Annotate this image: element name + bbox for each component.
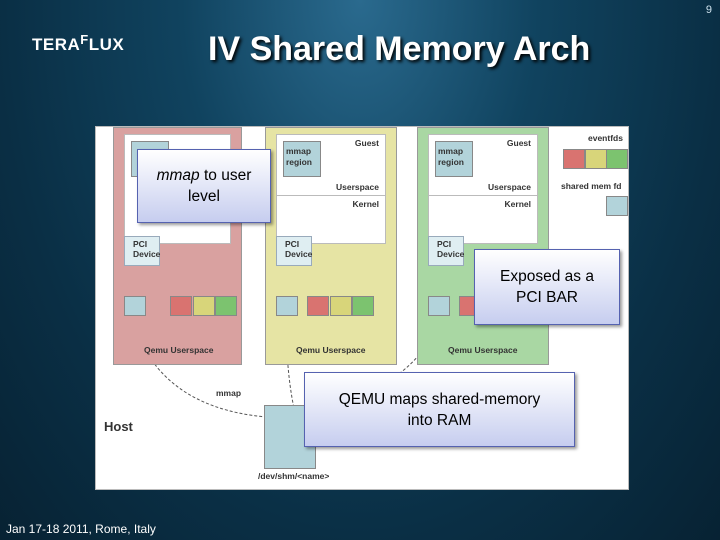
eventfd-green <box>606 149 628 169</box>
callout-mmap-text: mmap to user level <box>157 165 252 207</box>
region-label-green: region <box>438 157 464 167</box>
guest-box-yellow: mmap region Guest Userspace Kernel <box>276 134 386 244</box>
callout-pci-bar: Exposed as a PCI BAR <box>474 249 620 325</box>
callout-pci-bar-line1: Exposed as a <box>500 268 594 285</box>
qemu-label-red: Qemu Userspace <box>144 345 214 355</box>
region-label-yellow: region <box>286 157 312 167</box>
host-label: Host <box>104 419 133 434</box>
bar-blue-green <box>428 296 450 316</box>
pci-device-red <box>124 236 160 266</box>
teraflux-logo: TERAFLUX <box>32 32 124 55</box>
vm-yellow: mmap region Guest Userspace Kernel PCI D… <box>265 127 397 365</box>
kernel-label-green: Kernel <box>504 199 531 209</box>
kernel-divider-green <box>429 195 537 196</box>
devshm-label: /dev/shm/<name> <box>258 471 330 481</box>
guest-box-green: mmap region Guest Userspace Kernel <box>428 134 538 244</box>
mmap-region-green <box>435 141 473 177</box>
guest-label-yellow: Guest <box>354 138 379 148</box>
pci-label-green: PCI <box>437 239 452 249</box>
guest-label-green: Guest <box>506 138 531 148</box>
pci-label2-yellow: Device <box>285 249 313 259</box>
pci-label-yellow: PCI <box>285 239 300 249</box>
bar-blue-red <box>124 296 146 316</box>
callout-mmap-user-level: mmap to user level <box>137 149 271 223</box>
bar-red-yellow <box>307 296 329 316</box>
pci-device-yellow <box>276 236 312 266</box>
pci-label2-red: Device <box>133 249 161 259</box>
callout-mmap-rest1: to user <box>199 167 252 184</box>
logo-text-f: F <box>80 32 89 47</box>
qemu-label-yellow: Qemu Userspace <box>296 345 366 355</box>
vm-green: mmap region Guest Userspace Kernel PCI D… <box>417 127 549 365</box>
callout-mmap-em: mmap <box>156 167 200 184</box>
slide-number: 9 <box>705 4 712 16</box>
userspace-label-yellow: Userspace <box>335 182 379 192</box>
callout-qemu-ram-text: QEMU maps shared-memory into RAM <box>339 389 541 431</box>
logo-text-lux: LUX <box>88 35 125 54</box>
mmap-label-yellow: mmap <box>286 146 312 156</box>
mmap-region-yellow <box>283 141 321 177</box>
kernel-divider-yellow <box>277 195 385 196</box>
shared-mem-fd-label: shared mem fd <box>561 181 622 191</box>
bar-red-red <box>170 296 192 316</box>
shared-mem-fd-box <box>606 196 628 216</box>
pci-device-green <box>428 236 464 266</box>
eventfd-red <box>563 149 585 169</box>
qemu-label-green: Qemu Userspace <box>448 345 518 355</box>
callout-pci-bar-line2: PCI BAR <box>515 289 578 306</box>
eventfds-label: eventfds <box>588 133 623 143</box>
pci-label-red: PCI <box>133 239 148 249</box>
bar-blue-yellow <box>276 296 298 316</box>
bar-yellow-yellow <box>330 296 352 316</box>
pci-label2-green: Device <box>437 249 465 259</box>
callout-qemu-ram: QEMU maps shared-memory into RAM <box>304 372 575 447</box>
bar-green-yellow <box>352 296 374 316</box>
logo-text-tera: TERA <box>32 35 81 54</box>
userspace-label-green: Userspace <box>487 182 531 192</box>
eventfd-yellow <box>585 149 607 169</box>
kernel-label-yellow: Kernel <box>352 199 379 209</box>
bar-green-red <box>215 296 237 316</box>
mmap-label-host: mmap <box>216 388 242 398</box>
callout-qemu-line1: QEMU maps shared-memory <box>338 390 541 408</box>
mmap-label-green: mmap <box>438 146 464 156</box>
callout-mmap-rest2: level <box>188 188 220 205</box>
slide-footer: Jan 17-18 2011, Rome, Italy <box>6 522 156 536</box>
slide-title: IV Shared Memory Arch <box>208 30 591 68</box>
callout-pci-bar-text: Exposed as a PCI BAR <box>500 266 594 308</box>
bar-yellow-red <box>193 296 215 316</box>
callout-qemu-line2: into RAM <box>407 411 472 429</box>
